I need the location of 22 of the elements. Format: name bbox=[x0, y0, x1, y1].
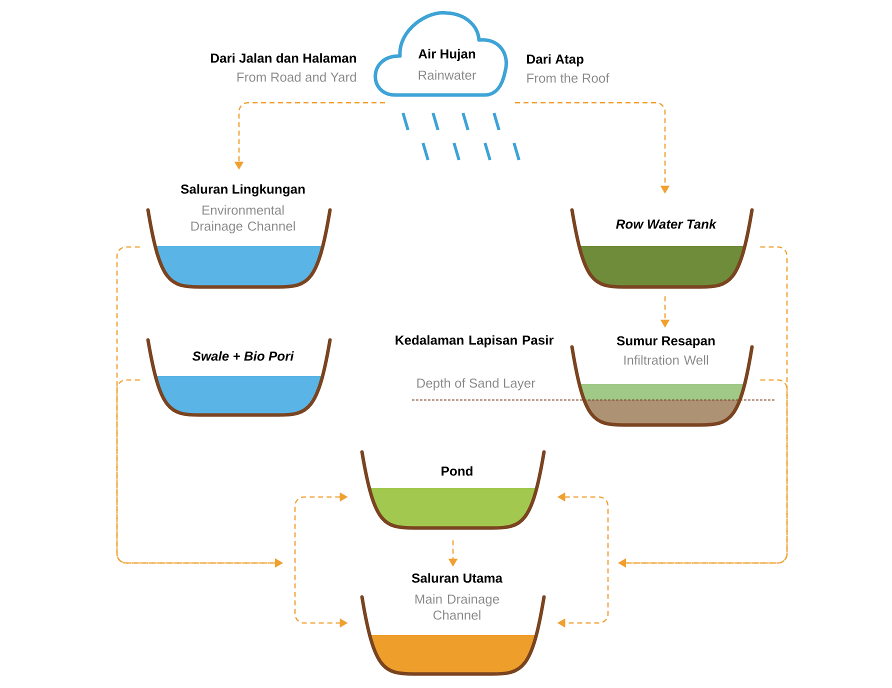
node-label: Saluran Lingkungan bbox=[180, 184, 305, 196]
node-label: Environmental Drainage Channel bbox=[191, 205, 295, 234]
basin: Saluran Lingkungan Environmental Drainage Channel bbox=[146, 184, 332, 289]
label: Kedalaman Lapisan Pasir bbox=[396, 335, 554, 348]
node-label: Infiltration Well bbox=[624, 355, 708, 365]
basin: Pond bbox=[360, 450, 546, 530]
label: Depth of Sand Layer bbox=[417, 378, 536, 390]
basin: Saluran Utama Main Drainage Channel bbox=[360, 573, 546, 676]
node-label: Main Drainage Channel bbox=[415, 594, 500, 620]
node-label: Sumur Resapan bbox=[616, 336, 715, 348]
cloud: Air Hujan Rainwater bbox=[374, 10, 508, 97]
node-label: Row Water Tank bbox=[616, 219, 717, 229]
basin: Swale + Bio Pori bbox=[146, 338, 332, 417]
label: From the Roof bbox=[527, 73, 610, 83]
node-label: Swale + Bio Pori bbox=[192, 351, 294, 361]
label: Dari Atap bbox=[527, 54, 584, 66]
label: Dari Jalan dan Halaman bbox=[211, 53, 356, 63]
basin: Row Water Tank bbox=[570, 208, 754, 289]
node-label: Pond bbox=[442, 466, 472, 476]
label: From Road and Yard bbox=[237, 72, 356, 82]
basin: Sumur Resapan Infiltration Well bbox=[570, 336, 754, 427]
node-label: Saluran Utama bbox=[412, 573, 503, 583]
